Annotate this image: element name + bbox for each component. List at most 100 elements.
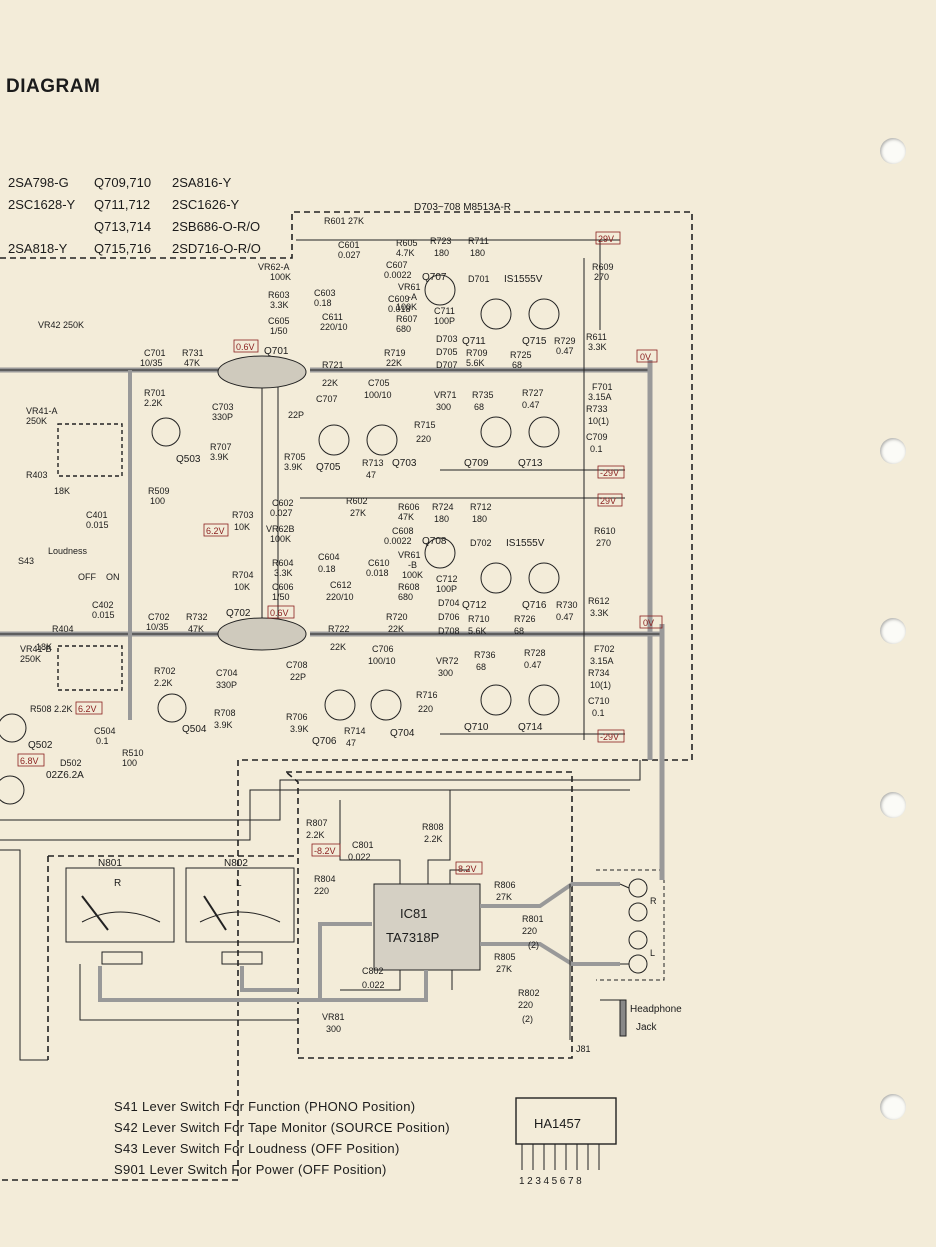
label-r719: R719 bbox=[384, 348, 406, 358]
label-r808-value: 2.2K bbox=[424, 834, 443, 844]
label-c802-value: 0.022 bbox=[362, 980, 385, 990]
label-n801: N801 bbox=[98, 858, 122, 869]
label-vr61a-suffix: -A bbox=[408, 292, 417, 302]
label-loudness: Loudness bbox=[48, 546, 88, 556]
meter-n802 bbox=[185, 867, 295, 943]
q716-symbol bbox=[528, 562, 560, 594]
label-c608-value: 0.0022 bbox=[384, 536, 412, 546]
label-r804: R804 bbox=[314, 874, 336, 884]
label-q706: Q706 bbox=[312, 736, 337, 747]
label-d708: D708 bbox=[438, 626, 460, 636]
label-r606-value: 47K bbox=[398, 512, 414, 522]
volt-box bbox=[233, 339, 259, 353]
label-r706: R706 bbox=[286, 712, 308, 722]
label-r716: R716 bbox=[416, 690, 438, 700]
ic81-pin2-bus bbox=[298, 970, 428, 1002]
meter-wire-r bbox=[98, 966, 298, 1002]
label-r713-value: 47 bbox=[366, 470, 376, 480]
label-r712: R712 bbox=[470, 502, 492, 512]
label-r723: R723 bbox=[430, 236, 452, 246]
headphone-jack-body bbox=[619, 999, 627, 1037]
vr41a-box bbox=[57, 423, 123, 477]
label-r719-value: 22K bbox=[386, 358, 402, 368]
q713-symbol bbox=[528, 416, 560, 448]
label-d702: D702 bbox=[470, 538, 492, 548]
volt-29v-bot: 29V bbox=[600, 496, 616, 506]
label-q709: Q709 bbox=[464, 458, 489, 469]
ic81-ref: IC81 bbox=[400, 906, 427, 921]
label-r720: R720 bbox=[386, 612, 408, 622]
label-r735-value: 68 bbox=[474, 402, 484, 412]
label-c608: C608 bbox=[392, 526, 414, 536]
label-d502: D502 bbox=[60, 758, 82, 768]
binder-hole bbox=[880, 792, 906, 818]
label-headphone: Headphone bbox=[630, 1004, 682, 1015]
label-q711: Q711 bbox=[462, 336, 486, 347]
label-r805-value: 27K bbox=[496, 964, 512, 974]
label-r714: R714 bbox=[344, 726, 366, 736]
label-r714-value: 47 bbox=[346, 738, 356, 748]
ha1457-pin-numbers: 12345678 bbox=[519, 1176, 584, 1187]
label-r611-value: 3.3K bbox=[588, 342, 607, 352]
label-c402-value: 0.015 bbox=[92, 610, 115, 620]
label-c602-value: 0.027 bbox=[270, 508, 293, 518]
terminal-l-minus bbox=[628, 930, 648, 950]
label-r712-value: 180 bbox=[472, 514, 487, 524]
volt-box bbox=[455, 861, 483, 875]
label-c607: C607 bbox=[386, 260, 408, 270]
label-meter-l: L bbox=[236, 878, 242, 889]
switch-note: S901 Lever Switch For Power (OFF Positio… bbox=[114, 1162, 387, 1177]
ic81-pin8-wire bbox=[427, 790, 451, 884]
ic81-pin9-wire bbox=[449, 869, 470, 884]
label-r710-value: 5.6K bbox=[468, 626, 487, 636]
label-c610-value: 0.018 bbox=[366, 568, 389, 578]
label-c611: C611 bbox=[322, 312, 343, 322]
label-out-l: L bbox=[650, 948, 655, 958]
label-c711-value: 100P bbox=[434, 316, 455, 326]
ic81-pin3-wire bbox=[340, 970, 401, 991]
page-title: DIAGRAM bbox=[6, 76, 101, 97]
label-c402: C402 bbox=[92, 600, 114, 610]
volt-box bbox=[597, 465, 625, 479]
label-c702: C702 bbox=[148, 612, 170, 622]
label-q714: Q714 bbox=[518, 722, 543, 733]
label-j81: J81 bbox=[576, 1044, 591, 1054]
label-r612-value: 3.3K bbox=[590, 608, 609, 618]
label-r704-value: 10K bbox=[234, 582, 250, 592]
volt-box bbox=[639, 615, 663, 629]
volt-q702: 0.6V bbox=[270, 608, 289, 618]
label-f702-value: 3.15A bbox=[590, 656, 614, 666]
label-r735: R735 bbox=[472, 390, 494, 400]
list-cell: 2SC1628-Y bbox=[8, 197, 76, 212]
label-c601-value: 0.027 bbox=[338, 250, 361, 260]
label-r732: R732 bbox=[186, 612, 208, 622]
label-c605-value: 1/50 bbox=[270, 326, 288, 336]
label-q503: Q503 bbox=[176, 454, 201, 465]
label-q715: Q715 bbox=[522, 336, 547, 347]
volt-0v-bot: 0V bbox=[643, 618, 654, 628]
label-c605: C605 bbox=[268, 316, 290, 326]
label-vr62b-value: 100K bbox=[270, 534, 291, 544]
label-vr61a: VR61 bbox=[398, 282, 421, 292]
label-r734-value: 10(1) bbox=[590, 680, 611, 690]
vr41b-box bbox=[57, 645, 123, 691]
label-r403: R403 bbox=[26, 470, 48, 480]
label-r806-value: 27K bbox=[496, 892, 512, 902]
label-c802: C802 bbox=[362, 966, 384, 976]
label-r509-value: 100 bbox=[150, 496, 165, 506]
label-c504-value: 0.1 bbox=[96, 736, 109, 746]
label-r725-value: 68 bbox=[512, 360, 522, 370]
label-c611-value: 220/10 bbox=[320, 322, 348, 332]
label-r801-note: (2) bbox=[528, 940, 539, 950]
volt-box bbox=[597, 493, 623, 507]
binder-hole bbox=[880, 1094, 906, 1120]
label-c504: C504 bbox=[94, 726, 116, 736]
label-r709: R709 bbox=[466, 348, 488, 358]
label-r709-value: 5.6K bbox=[466, 358, 485, 368]
label-r705: R705 bbox=[284, 452, 306, 462]
label-c710-value: 0.1 bbox=[592, 708, 605, 718]
label-r604: R604 bbox=[272, 558, 294, 568]
label-r801: R801 bbox=[522, 914, 544, 924]
